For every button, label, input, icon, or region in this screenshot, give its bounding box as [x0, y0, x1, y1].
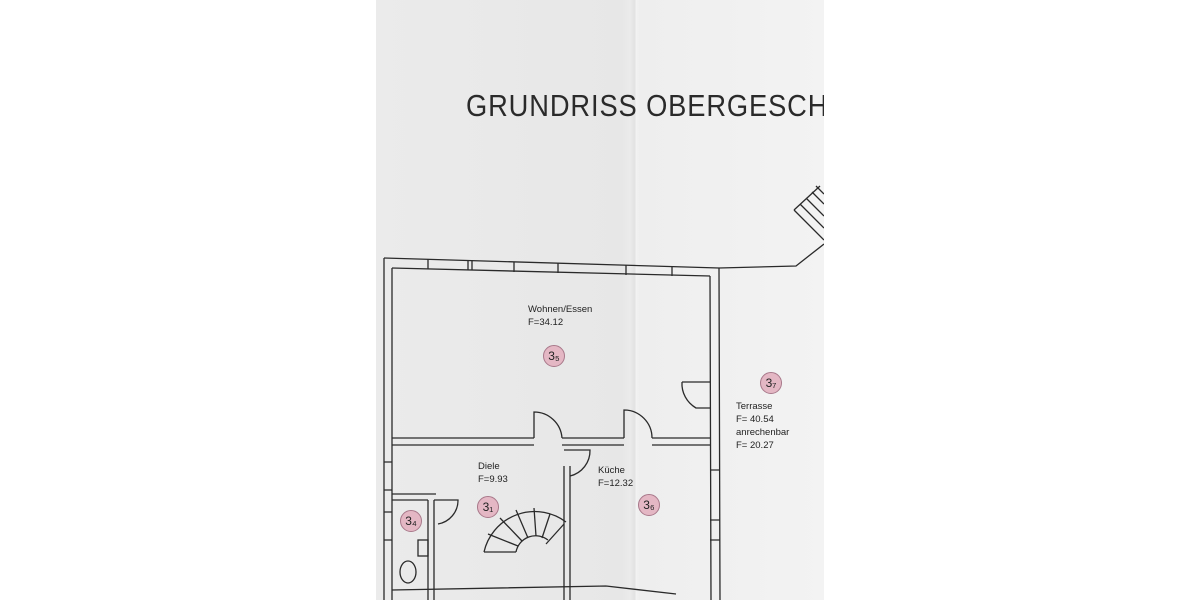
room-marker-wohnen: 3₅ [543, 345, 565, 367]
outer-wall-top [383, 257, 720, 277]
outside-stairs [793, 185, 824, 241]
wc-toilet [399, 560, 417, 584]
window-right [710, 469, 720, 541]
door-wohnen-1 [533, 411, 563, 439]
outer-wall-left [383, 258, 393, 600]
label-kueche: Küche F=12.32 [598, 464, 633, 490]
room-marker-kueche: 3₆ [638, 494, 660, 516]
window-top-3 [557, 263, 627, 275]
label-terrasse-name: Terrasse [736, 401, 773, 412]
label-wohnen-area: F=34.12 [528, 317, 564, 328]
window-left [384, 461, 392, 541]
outer-wall-right [709, 267, 721, 600]
wc-walls [392, 493, 436, 600]
floor-plan-photo: GRUNDRISS OBERGESCHOS [376, 0, 824, 600]
label-wohnen: Wohnen/Essen F=34.12 [528, 303, 592, 329]
wc-basin [417, 539, 429, 557]
paper-fold-crease [630, 0, 640, 600]
wall-bottom [391, 585, 677, 595]
wall-diele-kueche [563, 466, 571, 600]
floor-plan-drawing [383, 185, 824, 600]
label-kueche-area: F=12.32 [598, 478, 634, 489]
label-wohnen-name: Wohnen/Essen [528, 304, 593, 315]
door-kueche [564, 449, 591, 477]
window-top-2 [471, 260, 515, 272]
terrace-edge [718, 243, 824, 269]
wall-wohnen-bottom-3 [652, 437, 710, 446]
label-diele-name: Diele [478, 461, 500, 472]
label-diele-area: F=9.93 [478, 474, 508, 485]
label-terrasse-note: anrechenbar [736, 427, 790, 438]
label-terrasse-area2: F= 20.27 [736, 440, 774, 451]
window-top-1 [427, 259, 469, 270]
wall-wohnen-bottom-2 [562, 437, 624, 446]
wall-wohnen-bottom [392, 437, 534, 446]
door-wc [434, 499, 459, 525]
label-diele: Diele F=9.93 [478, 460, 508, 486]
label-terrasse-area: F= 40.54 [736, 414, 774, 425]
door-terrace [681, 381, 710, 409]
label-kueche-name: Küche [598, 465, 625, 476]
label-terrasse: Terrasse F= 40.54 anrechenbar F= 20.27 [736, 400, 789, 452]
spiral-stairs [483, 507, 567, 553]
plan-title: GRUNDRISS OBERGESCHOS [466, 88, 824, 123]
room-marker-diele: 3₁ [477, 496, 499, 518]
room-marker-wc: 3₄ [400, 510, 422, 532]
room-marker-terrasse: 3₇ [760, 372, 782, 394]
door-wohnen-2 [623, 409, 653, 439]
